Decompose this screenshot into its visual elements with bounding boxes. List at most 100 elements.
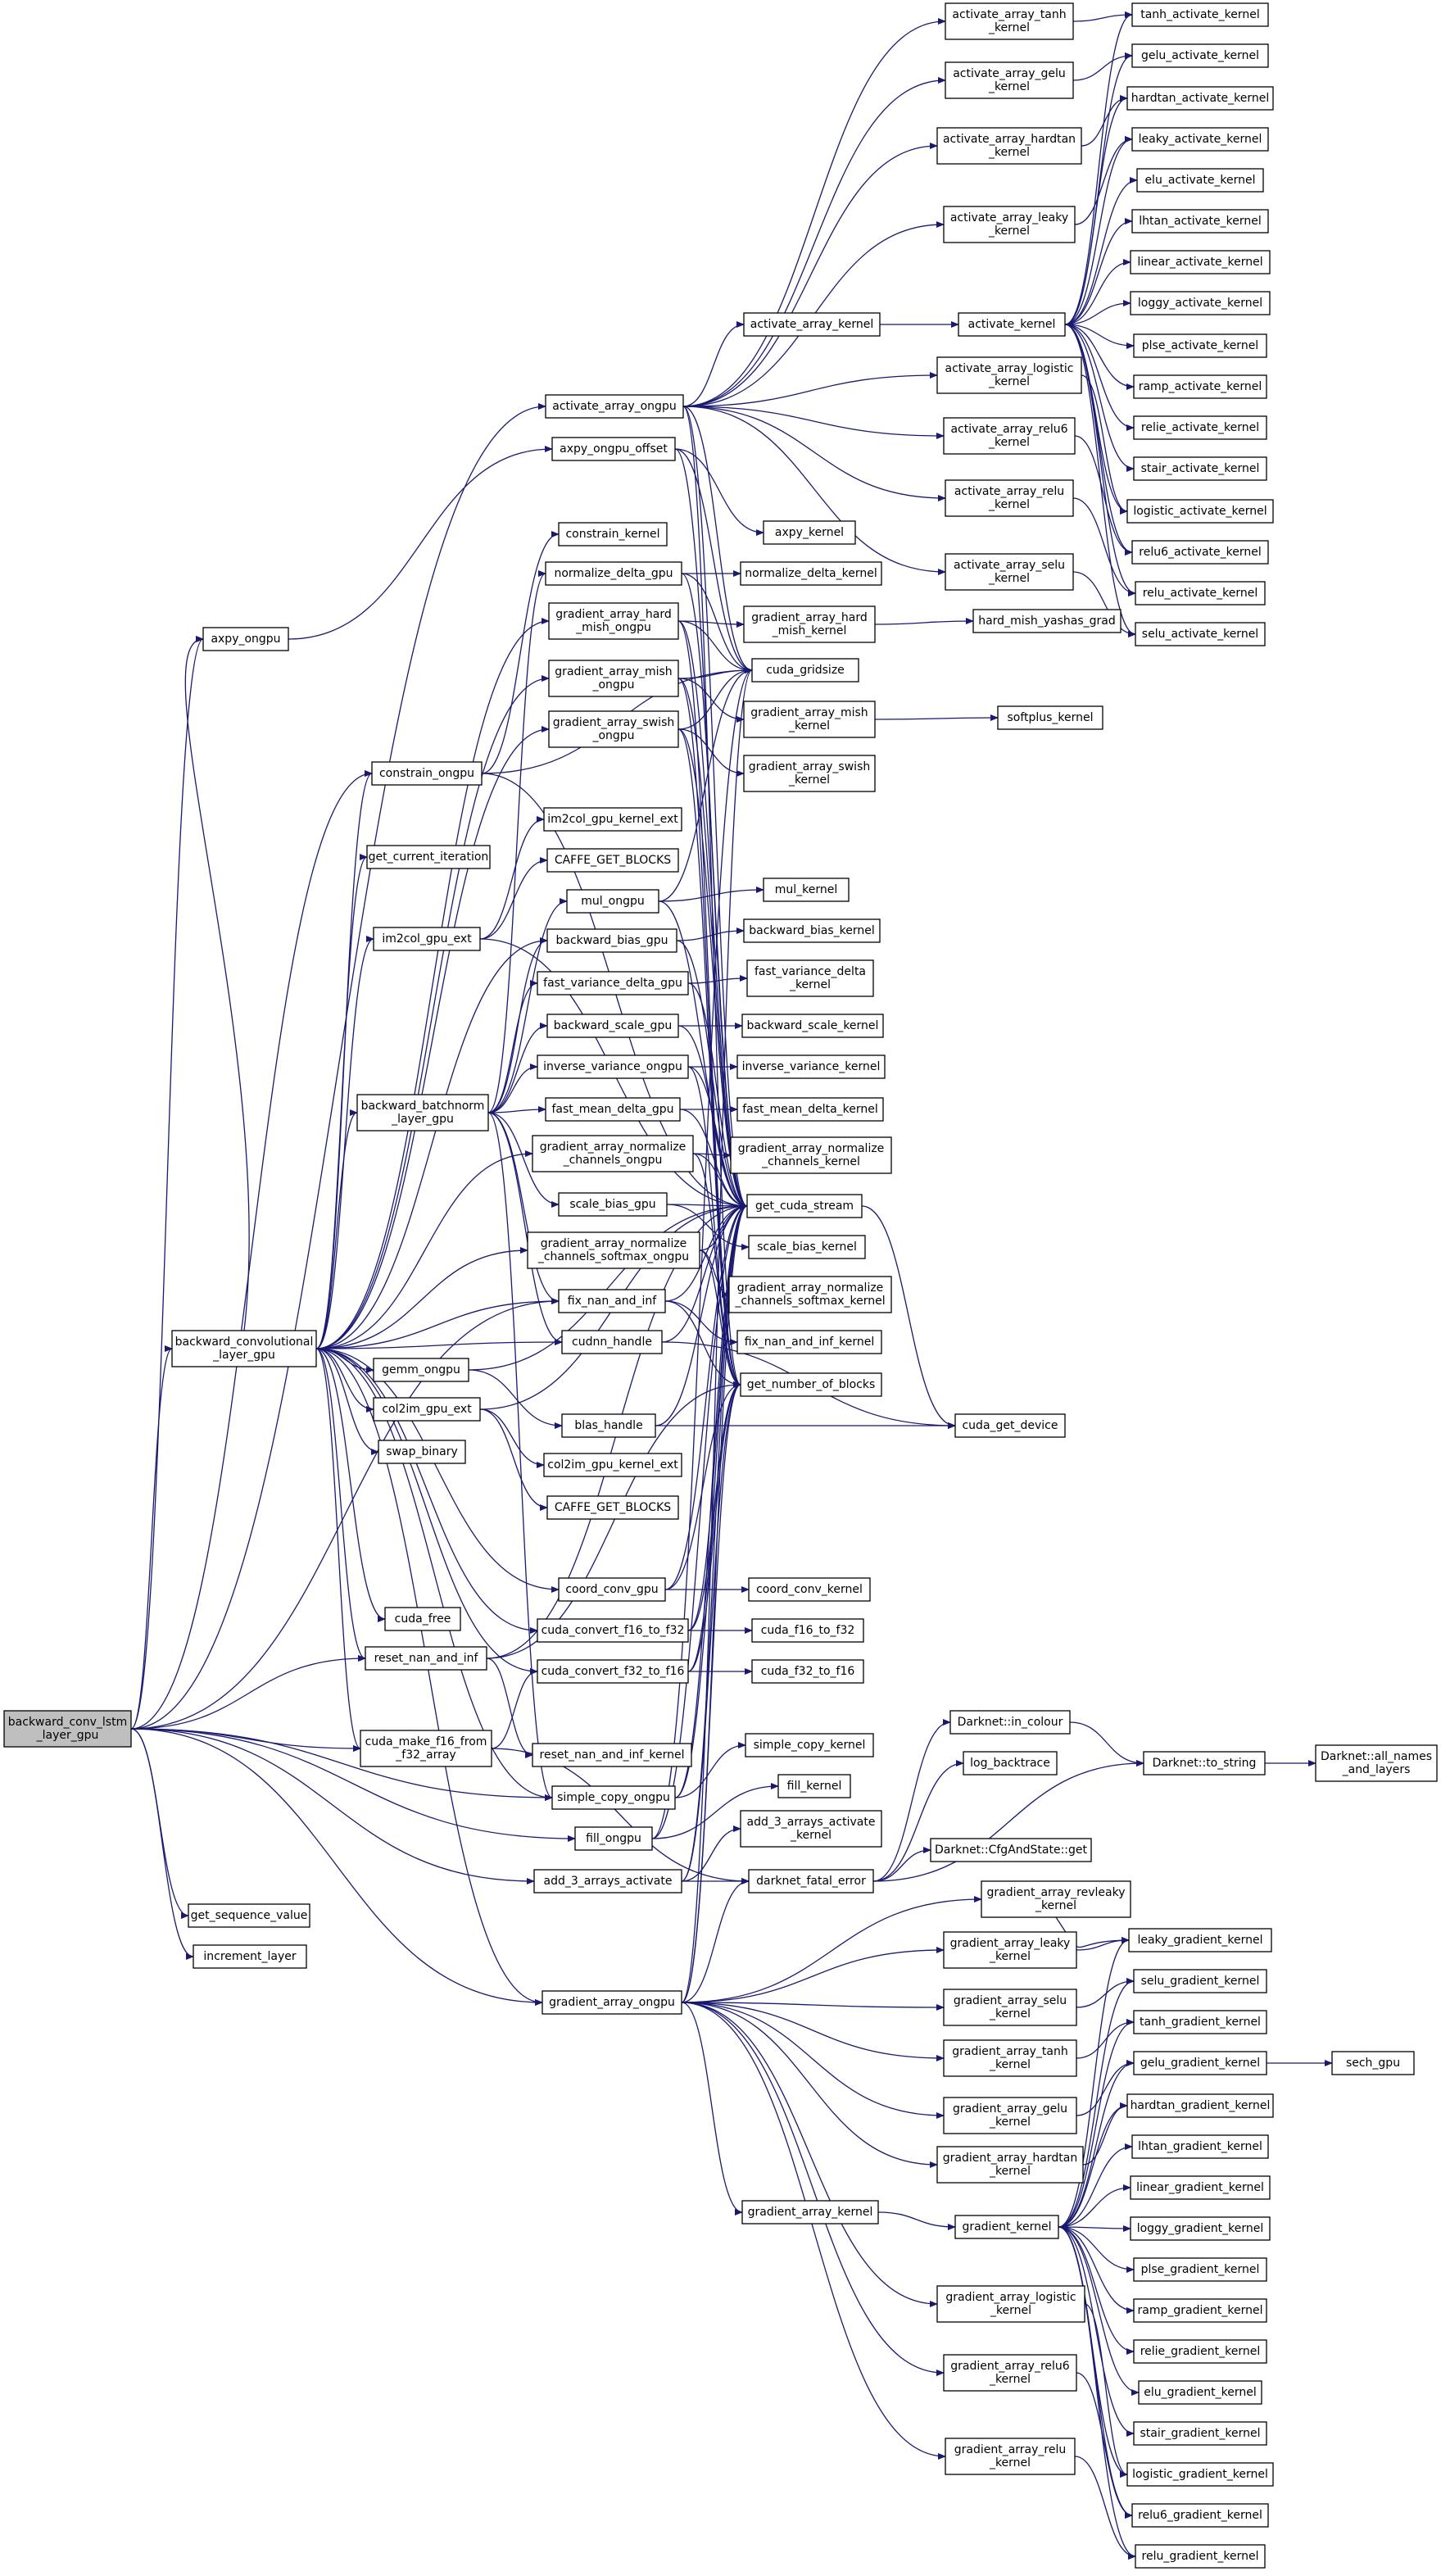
function-node-linear-gradient-kernel[interactable]: linear_gradient_kernel [1130,2175,1271,2200]
function-node-gradient-array-hardtan-kernel[interactable]: gradient_array_hardtan_kernel [936,2146,1084,2184]
function-node-selu-gradient-kernel[interactable]: selu_gradient_kernel [1133,1969,1267,1993]
function-node-gradient-array-normalize-channels-softmax-kernel[interactable]: gradient_array_normalize_channels_softma… [728,1276,892,1313]
function-node-ramp-gradient-kernel[interactable]: ramp_gradient_kernel [1133,2298,1267,2323]
function-node-gradient-array-tanh-kernel[interactable]: gradient_array_tanh_kernel [943,2039,1077,2077]
function-node-elu-activate-kernel[interactable]: elu_activate_kernel [1136,168,1264,193]
function-node-inverse-variance-ongpu[interactable]: inverse_variance_ongpu [537,1054,689,1079]
function-node-caffe-get-blocks-1[interactable]: CAFFE_GET_BLOCKS [546,848,679,873]
function-node-cuda-f16-to-f32[interactable]: cuda_f16_to_f32 [751,1618,864,1643]
function-node-loggy-gradient-kernel[interactable]: loggy_gradient_kernel [1130,2216,1271,2241]
function-node-relu6-gradient-kernel[interactable]: relu6_gradient_kernel [1131,2503,1269,2528]
function-node-activate-array-hardtan-kernel[interactable]: activate_array_hardtan_kernel [936,127,1082,165]
function-node-gradient-array-swish-kernel[interactable]: gradient_array_swish_kernel [743,755,876,792]
function-node-get-sequence-value[interactable]: get_sequence_value [188,1903,310,1928]
function-node-backward-conv-lstm-layer-gpu[interactable]: backward_conv_lstm_layer_gpu [3,1710,132,1748]
function-node-backward-scale-kernel[interactable]: backward_scale_kernel [741,1014,884,1038]
function-node-activate-array-selu-kernel[interactable]: activate_array_selu_kernel [945,553,1074,591]
function-node-gradient-array-kernel[interactable]: gradient_array_kernel [741,2200,879,2225]
function-node-backward-batchnorm-layer-gpu[interactable]: backward_batchnorm_layer_gpu [356,1094,489,1132]
function-node-gradient-array-hard-mish-kernel[interactable]: gradient_array_hard_mish_kernel [743,605,876,643]
function-node-stair-gradient-kernel[interactable]: stair_gradient_kernel [1133,2421,1267,2446]
function-node-tanh-gradient-kernel[interactable]: tanh_gradient_kernel [1133,2010,1267,2034]
function-node-coord-conv-gpu[interactable]: coord_conv_gpu [558,1577,666,1602]
function-node-add-3-arrays-activate-kernel[interactable]: add_3_arrays_activate_kernel [740,1810,882,1848]
function-node-caffe-get-blocks-2[interactable]: CAFFE_GET_BLOCKS [546,1495,679,1520]
function-node-axpy-ongpu[interactable]: axpy_ongpu [202,627,289,651]
function-node-relie-activate-kernel[interactable]: relie_activate_kernel [1133,415,1267,440]
function-node-cuda-convert-f32-to-f16[interactable]: cuda_convert_f32_to_f16 [537,1659,689,1684]
function-node-log-backtrace[interactable]: log_backtrace [963,1751,1058,1776]
function-node-logistic-activate-kernel[interactable]: logistic_activate_kernel [1126,499,1274,524]
function-node-get-cuda-stream[interactable]: get_cuda_stream [746,1194,863,1218]
function-node-increment-layer[interactable]: increment_layer [193,1944,307,1969]
function-node-relie-gradient-kernel[interactable]: relie_gradient_kernel [1133,2339,1267,2364]
function-node-simple-copy-kernel[interactable]: simple_copy_kernel [745,1733,874,1757]
function-node-gradient-array-selu-kernel[interactable]: gradient_array_selu_kernel [943,1989,1077,2026]
function-node-col2im-gpu-kernel-ext[interactable]: col2im_gpu_kernel_ext [543,1453,682,1477]
function-node-hardtan-gradient-kernel[interactable]: hardtan_gradient_kernel [1126,2093,1274,2118]
function-node-constrain-ongpu[interactable]: constrain_ongpu [371,761,483,786]
function-node-mul-ongpu[interactable]: mul_ongpu [566,889,659,914]
function-node-axpy-kernel[interactable]: axpy_kernel [763,520,856,545]
function-node-reset-nan-and-inf[interactable]: reset_nan_and_inf [365,1646,487,1671]
function-node-activate-kernel[interactable]: activate_kernel [958,312,1066,337]
function-node-activate-array-kernel[interactable]: activate_array_kernel [743,312,881,337]
function-node-inverse-variance-kernel[interactable]: inverse_variance_kernel [736,1054,886,1079]
function-node-mul-kernel[interactable]: mul_kernel [763,878,850,902]
function-node-gelu-activate-kernel[interactable]: gelu_activate_kernel [1131,43,1269,68]
function-node-relu-gradient-kernel[interactable]: relu_gradient_kernel [1135,2544,1266,2569]
function-node-stair-activate-kernel[interactable]: stair_activate_kernel [1133,456,1267,481]
function-node-softplus-kernel[interactable]: softplus_kernel [997,705,1103,730]
function-node-gradient-array-gelu-kernel[interactable]: gradient_array_gelu_kernel [943,2097,1077,2134]
function-node-gradient-array-normalize-channels-kernel[interactable]: gradient_array_normalize_channels_kernel [730,1136,892,1174]
function-node-ramp-activate-kernel[interactable]: ramp_activate_kernel [1133,374,1267,399]
function-node-fast-variance-delta-gpu[interactable]: fast_variance_delta_gpu [537,971,689,995]
function-node-fast-mean-delta-gpu[interactable]: fast_mean_delta_gpu [545,1097,681,1122]
function-node-get-current-iteration[interactable]: get_current_iteration [366,845,491,869]
function-node-cuda-gridsize[interactable]: cuda_gridsize [751,658,859,683]
function-node-relu-activate-kernel[interactable]: relu_activate_kernel [1135,581,1266,605]
function-node-im2col-gpu-kernel-ext[interactable]: im2col_gpu_kernel_ext [543,807,682,832]
function-node-lhtan-gradient-kernel[interactable]: lhtan_gradient_kernel [1131,2134,1269,2159]
function-node-fill-ongpu[interactable]: fill_ongpu [574,1826,653,1851]
function-node-fast-variance-delta-kernel[interactable]: fast_variance_delta_kernel [746,959,874,997]
function-node-cuda-f32-to-f16[interactable]: cuda_f32_to_f16 [751,1659,864,1684]
function-node-leaky-activate-kernel[interactable]: leaky_activate_kernel [1131,127,1269,152]
function-node-reset-nan-and-inf-kernel[interactable]: reset_nan_and_inf_kernel [532,1743,692,1767]
function-node-backward-bias-kernel[interactable]: backward_bias_kernel [743,918,881,943]
function-node-linear-activate-kernel[interactable]: linear_activate_kernel [1130,250,1271,274]
function-node-axpy-ongpu-offset[interactable]: axpy_ongpu_offset [551,437,676,461]
function-node-plse-gradient-kernel[interactable]: plse_gradient_kernel [1133,2257,1267,2282]
function-node-cuda-free[interactable]: cuda_free [384,1607,461,1631]
function-node-constrain-kernel[interactable]: constrain_kernel [558,522,668,546]
function-node-backward-convolutional-layer-gpu[interactable]: backward_convolutional_layer_gpu [171,1330,317,1367]
function-node-activate-array-logistic-kernel[interactable]: activate_array_logistic_kernel [936,356,1082,394]
function-node-logistic-gradient-kernel[interactable]: logistic_gradient_kernel [1126,2462,1274,2487]
function-node-hardtan-activate-kernel[interactable]: hardtan_activate_kernel [1126,86,1274,111]
function-node-simple-copy-ongpu[interactable]: simple_copy_ongpu [551,1785,676,1810]
function-node-cuda-make-f16-from-f32-array[interactable]: cuda_make_f16_from_f32_array [360,1730,492,1767]
function-node-activate-array-leaky-kernel[interactable]: activate_array_leaky_kernel [943,206,1076,243]
function-node-swap-binary[interactable]: swap_binary [378,1440,466,1464]
function-node-col2im-gpu-ext[interactable]: col2im_gpu_ext [373,1397,481,1422]
function-node-coord-conv-kernel[interactable]: coord_conv_kernel [748,1577,871,1602]
function-node-selu-activate-kernel[interactable]: selu_activate_kernel [1135,622,1266,646]
function-node-fix-nan-and-inf-kernel[interactable]: fix_nan_and_inf_kernel [736,1330,882,1354]
function-node-relu6-activate-kernel[interactable]: relu6_activate_kernel [1131,540,1269,565]
function-node-im2col-gpu-ext[interactable]: im2col_gpu_ext [373,927,481,951]
function-node-darknet-cfgandstate-get[interactable]: Darknet::CfgAndState::get [930,1838,1092,1862]
function-node-backward-scale-gpu[interactable]: backward_scale_gpu [546,1014,679,1038]
function-node-fill-kernel[interactable]: fill_kernel [777,1774,851,1798]
function-node-gradient-array-ongpu[interactable]: gradient_array_ongpu [542,1990,682,2015]
function-node-fix-nan-and-inf[interactable]: fix_nan_and_inf [558,1289,666,1313]
function-node-scale-bias-kernel[interactable]: scale_bias_kernel [748,1235,866,1259]
function-node-activate-array-gelu-kernel[interactable]: activate_array_gelu_kernel [945,61,1074,99]
function-node-normalize-delta-kernel[interactable]: normalize_delta_kernel [740,561,882,586]
function-node-gemm-ongpu[interactable]: gemm_ongpu [373,1358,469,1382]
function-node-gradient-kernel[interactable]: gradient_kernel [954,2215,1059,2239]
function-node-gelu-gradient-kernel[interactable]: gelu_gradient_kernel [1133,2051,1267,2075]
function-node-activate-array-relu-kernel[interactable]: activate_array_relu_kernel [945,479,1074,517]
function-node-gradient-array-relu6-kernel[interactable]: gradient_array_relu6_kernel [943,2354,1077,2392]
function-node-gradient-array-hard-mish-ongpu[interactable]: gradient_array_hard_mish_ongpu [548,602,679,640]
function-node-cuda-get-device[interactable]: cuda_get_device [954,1413,1066,1438]
